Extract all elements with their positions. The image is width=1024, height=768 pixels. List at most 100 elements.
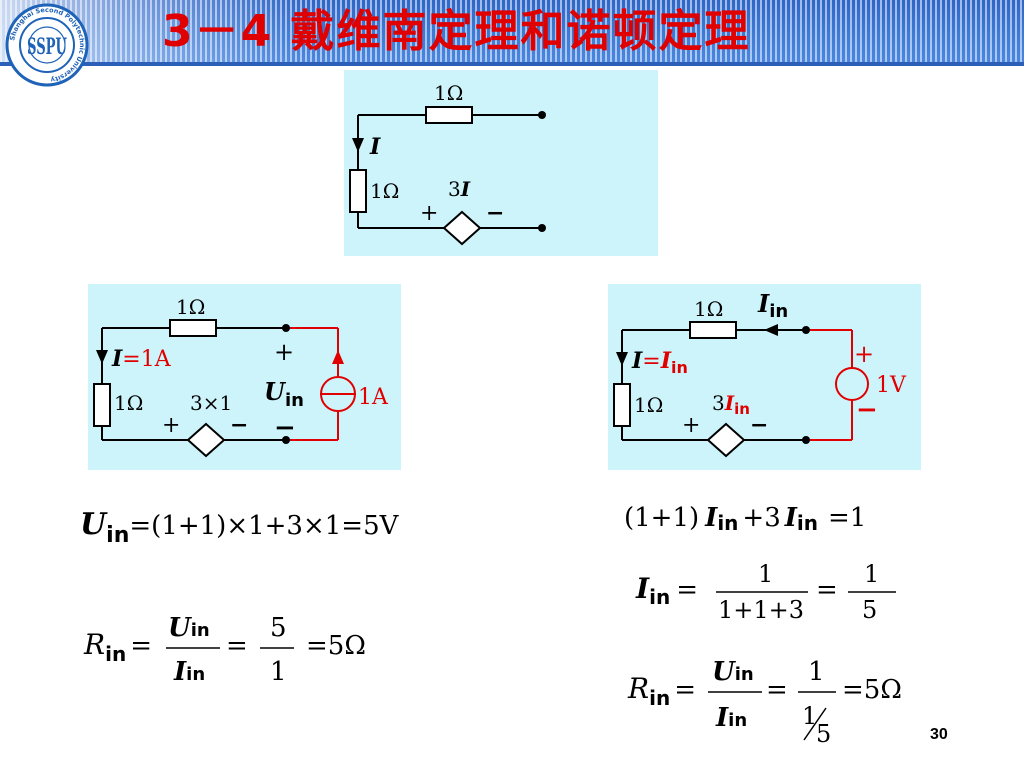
source-variable: I xyxy=(460,177,471,201)
source-arrow-icon xyxy=(332,350,344,364)
equation-rin-right: Rin= Uin Iin = 1 1 5 =5Ω xyxy=(627,657,902,748)
kvl-part2: +3 xyxy=(742,503,780,533)
source-minus-sign: − xyxy=(750,412,768,438)
current-arrow-icon xyxy=(616,352,628,366)
resistor-top-label: 1Ω xyxy=(176,295,205,319)
iin-subscript: in xyxy=(649,585,670,609)
iin-denominator2: 5 xyxy=(862,596,877,624)
iin-variable: I xyxy=(635,572,650,605)
current-arrow-icon xyxy=(352,138,364,152)
voltage-minus-sign: − xyxy=(856,395,878,425)
fraction-denominator-sub: in xyxy=(186,664,205,685)
current-subscript: in xyxy=(671,358,688,377)
uin-subscript: in xyxy=(106,523,129,548)
terminal-dot xyxy=(538,111,546,119)
iin-equals: = xyxy=(676,575,698,605)
source-coefficient: 3 xyxy=(448,177,461,201)
svg-text:Iin=: Iin= xyxy=(635,572,698,609)
header-rule xyxy=(0,62,1024,66)
svg-text:Uin: Uin xyxy=(712,657,754,687)
fraction-numerator-sub: in xyxy=(191,620,210,641)
kvl-part3: =1 xyxy=(828,503,866,533)
fraction-denominator-var: I xyxy=(715,703,729,733)
resistor-top-label: 1Ω xyxy=(434,81,463,105)
rin-variable: R xyxy=(83,628,105,661)
current-variable: I xyxy=(660,348,672,374)
input-current-arrow-icon xyxy=(764,324,778,336)
svg-text:Uin=(1+1)×1+3×1=5V: Uin=(1+1)×1+3×1=5V xyxy=(80,507,400,548)
input-current-subscript: in xyxy=(769,301,788,322)
resistor-top-label: 1Ω xyxy=(694,297,723,321)
voltage-variable: U xyxy=(264,377,287,406)
svg-text:Iin: Iin xyxy=(173,657,205,687)
voltage-plus-sign: + xyxy=(854,340,874,368)
circuit-diagram-right: 1Ω Iin I=Iin 1Ω 3Iin + − + − 1V xyxy=(613,289,907,458)
page-number: 30 xyxy=(930,726,948,743)
source-coefficient: 3 xyxy=(712,391,725,415)
equals-sign: = xyxy=(226,631,248,661)
logo-monogram: SSPU xyxy=(27,34,67,60)
kvl-sub2: in xyxy=(797,511,818,535)
terminal-dot xyxy=(802,326,810,334)
rin-subscript: in xyxy=(649,686,670,710)
fraction2-numerator: 1 xyxy=(808,657,825,687)
port-minus-sign: − xyxy=(274,413,296,443)
kvl-part1: (1+1) xyxy=(624,503,699,533)
circuit-panel-left: 1Ω I=1A 1Ω 3×1 + − + − Uin 1A xyxy=(88,284,401,470)
nested-fraction-slash xyxy=(803,707,827,741)
svg-text:Iin: Iin xyxy=(757,289,788,322)
svg-text:3Iin: 3Iin xyxy=(712,391,750,418)
rin-result: =5Ω xyxy=(306,631,366,661)
kvl-var2: I xyxy=(784,503,798,533)
svg-text:Iin: Iin xyxy=(715,703,747,733)
fraction-denominator-sub: in xyxy=(728,710,747,731)
resistor-left-label: 1Ω xyxy=(114,391,143,415)
rin-result: =5Ω xyxy=(842,675,902,705)
nested-numerator: 1 xyxy=(802,702,817,730)
current-equals: = xyxy=(642,349,660,374)
source-label: 3×1 xyxy=(190,391,232,415)
current-value: =1A xyxy=(122,347,171,372)
circuit-panel-right: 1Ω Iin I=Iin 1Ω 3Iin + − + − 1V xyxy=(608,284,921,470)
source-minus-sign: − xyxy=(486,200,504,226)
source-plus-sign: + xyxy=(420,201,438,226)
equation-rin-left: Rin= Uin Iin = 5 1 =5Ω xyxy=(83,613,366,687)
rin-equals: = xyxy=(674,675,696,705)
iin-numerator: 1 xyxy=(758,560,773,588)
kvl-sub1: in xyxy=(717,511,738,535)
equation-iin: Iin= 1 1+1+3 = 1 5 xyxy=(635,560,896,624)
current-label: I xyxy=(369,134,381,160)
equation-uin: Uin=(1+1)×1+3×1=5V xyxy=(80,507,400,548)
fraction2-denominator: 1 xyxy=(270,657,287,687)
source-variable: I xyxy=(724,391,735,415)
source-plus-sign: + xyxy=(162,413,180,438)
current-arrow-icon xyxy=(96,350,108,364)
svg-text:Rin=: Rin= xyxy=(627,672,696,710)
svg-text:Uin: Uin xyxy=(168,613,210,643)
header-band xyxy=(0,0,1024,62)
circuit-panel-top: 1Ω I 1Ω 3I + − xyxy=(344,70,658,256)
iin-denominator: 1+1+3 xyxy=(718,596,804,624)
port-plus-sign: + xyxy=(274,338,294,366)
rin-variable: R xyxy=(627,672,649,705)
terminal-dot xyxy=(282,324,290,332)
voltage-source-value: 1V xyxy=(876,373,907,398)
fraction-numerator-sub: in xyxy=(735,664,754,685)
input-current-variable: I xyxy=(757,289,770,318)
uin-variable: U xyxy=(80,507,108,542)
iin-numerator2: 1 xyxy=(864,560,879,588)
uin-rhs: =(1+1)×1+3×1=5V xyxy=(129,511,399,541)
rin-subscript: in xyxy=(105,642,126,666)
resistor-left-label: 1Ω xyxy=(634,393,663,417)
svg-text:I=1A: I=1A xyxy=(111,346,172,372)
nested-denominator: 5 xyxy=(816,720,831,748)
rin-equals: = xyxy=(130,631,152,661)
voltage-subscript: in xyxy=(285,390,304,411)
terminal-dot xyxy=(802,436,810,444)
svg-text:Rin=: Rin= xyxy=(83,628,152,666)
resistor-left-label: 1Ω xyxy=(370,179,399,203)
equals-sign: = xyxy=(816,575,838,605)
source-minus-sign: − xyxy=(230,412,248,438)
fraction2-numerator: 5 xyxy=(270,613,287,643)
